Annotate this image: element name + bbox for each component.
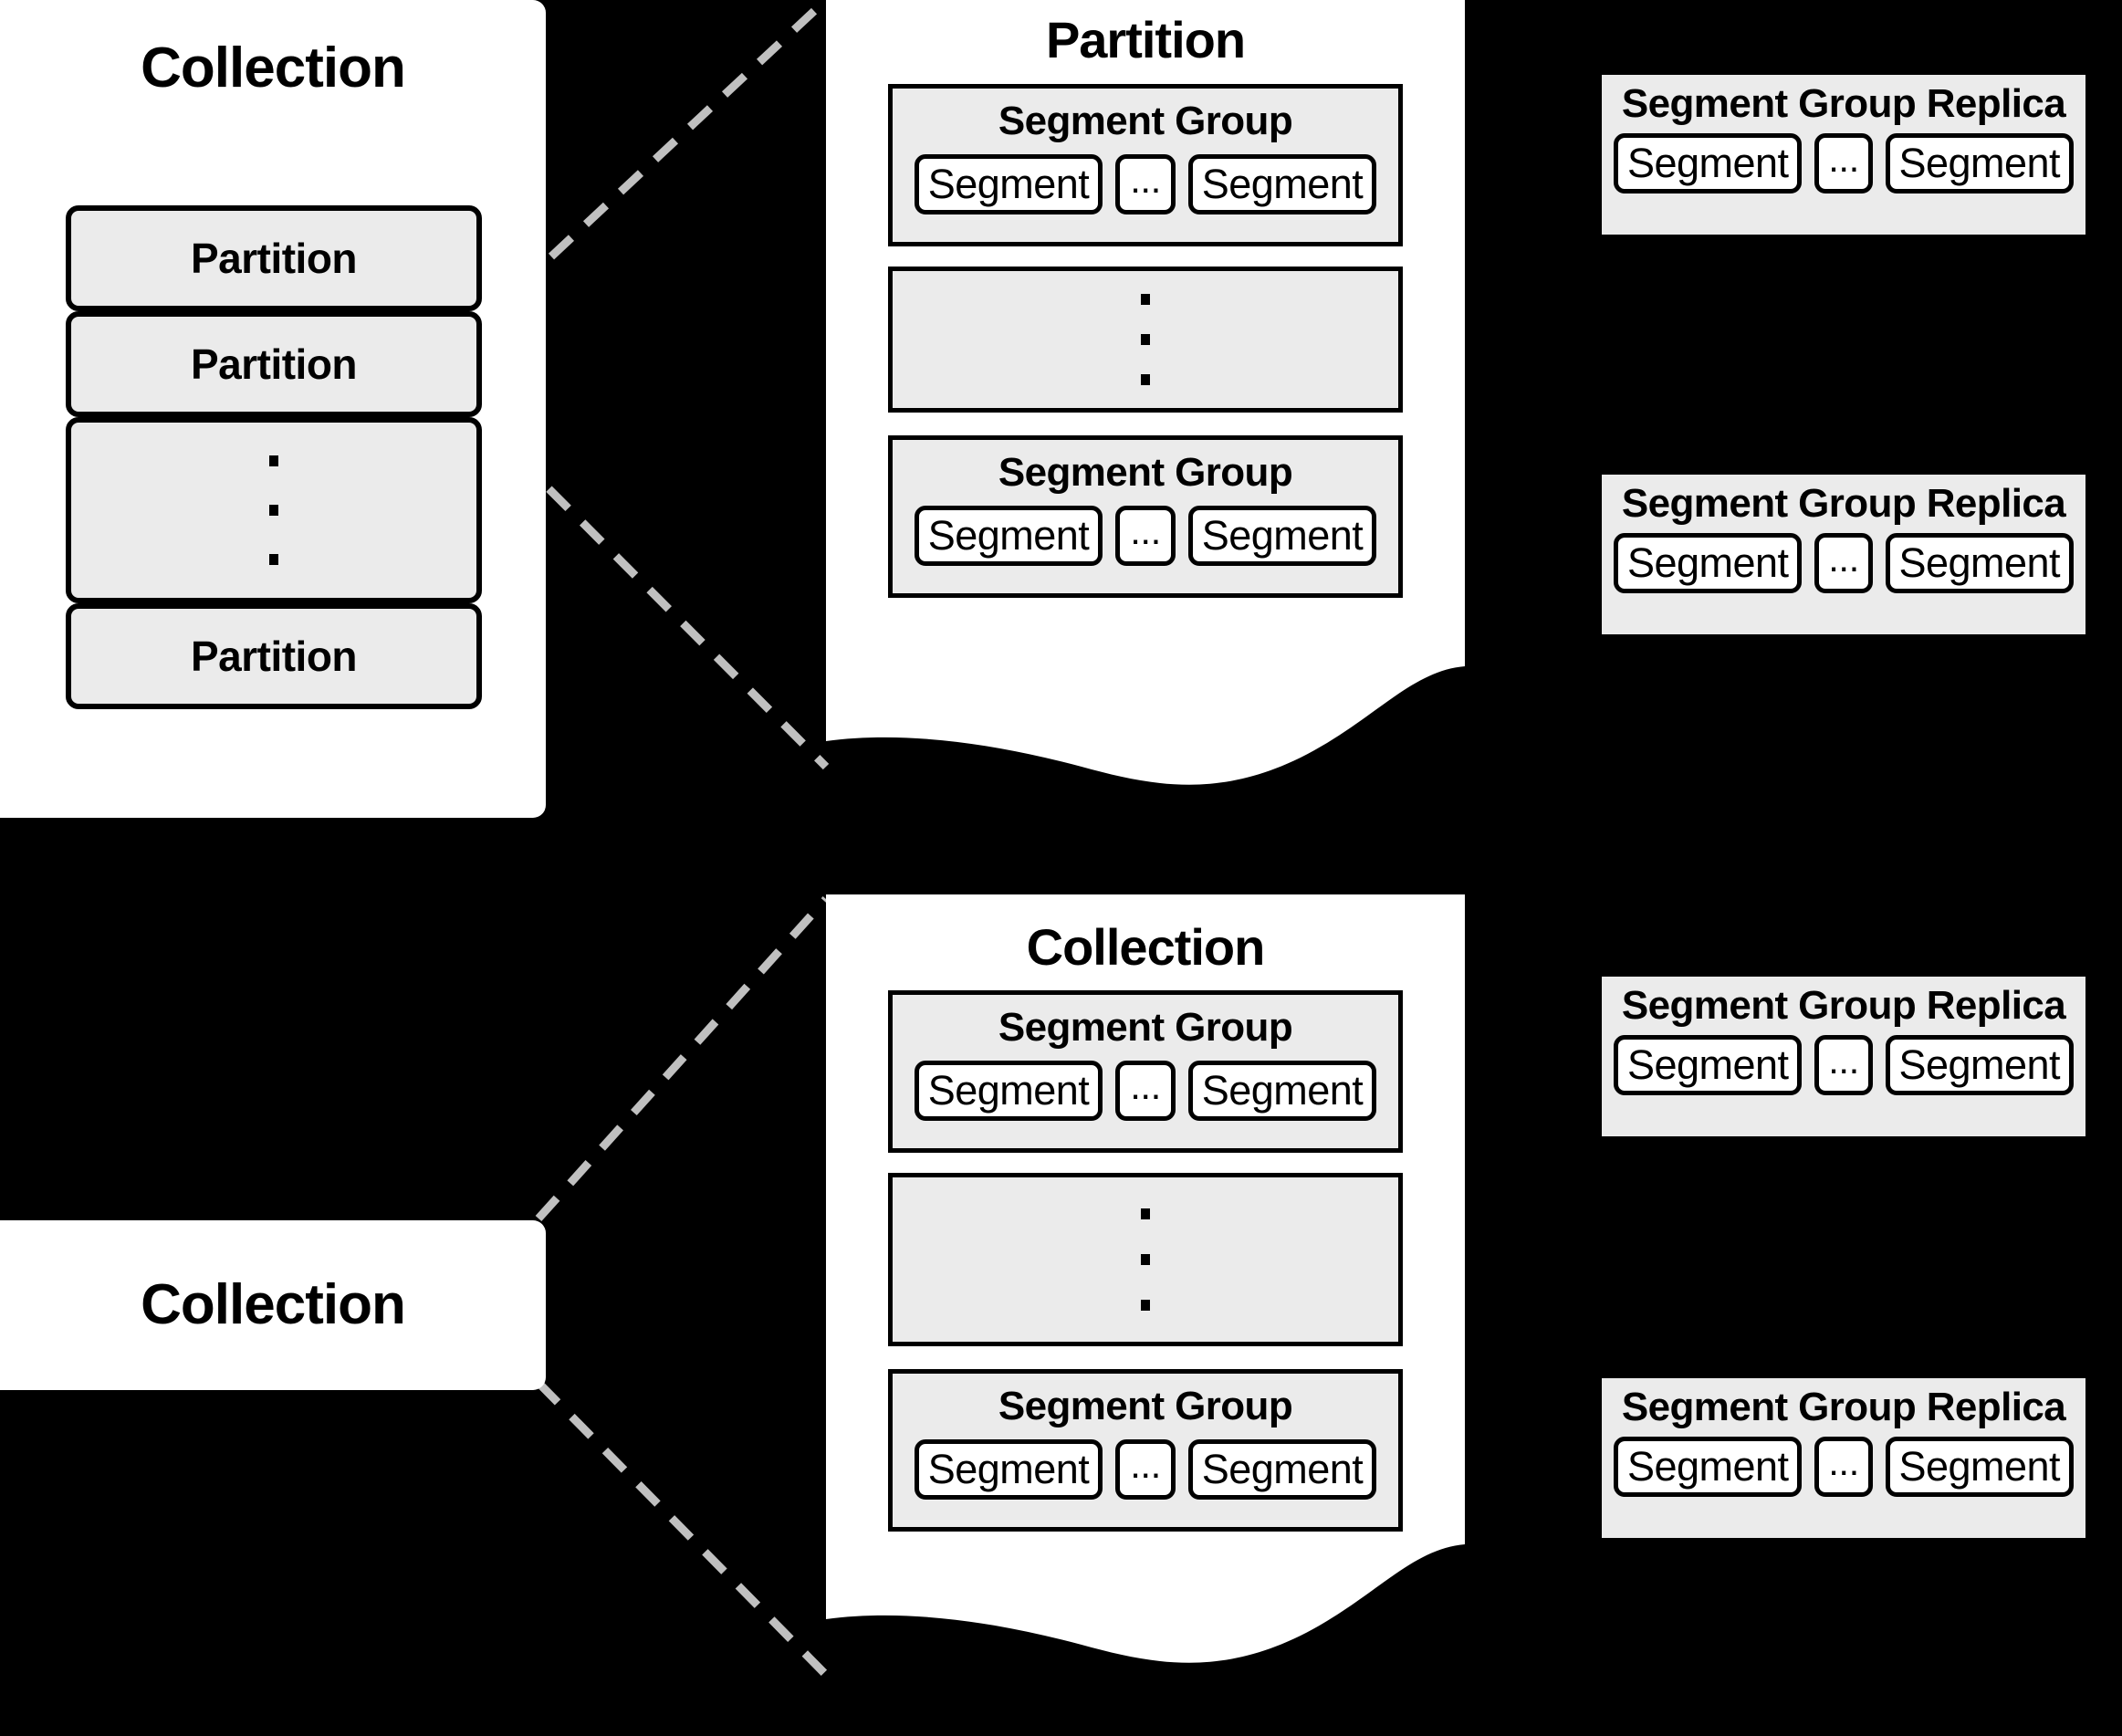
segment-ellipsis-box: ... [1814, 1437, 1873, 1497]
segment-box[interactable]: Segment [1614, 1437, 1803, 1497]
segment-ellipsis-box: ... [1814, 133, 1873, 193]
segment-box[interactable]: Segment [915, 1061, 1103, 1121]
segment-group-replica[interactable]: Segment Group Replica Segment ... Segmen… [1602, 75, 2085, 235]
segment-row: Segment ... Segment [893, 1439, 1398, 1500]
partition-list-ellipsis [66, 417, 482, 603]
segment-group-replica-title: Segment Group Replica [1621, 983, 2066, 1028]
partition-label: Partition [190, 235, 358, 282]
segment-group-replica[interactable]: Segment Group Replica Segment ... Segmen… [1602, 977, 2085, 1136]
segment-box[interactable]: Segment [1188, 154, 1376, 214]
segment-group-title: Segment Group [998, 99, 1293, 143]
partition-list-item[interactable]: Partition [66, 603, 482, 709]
vertical-ellipsis-icon [1141, 294, 1150, 385]
segment-box[interactable]: Segment [1188, 506, 1376, 566]
segment-group-replica-title: Segment Group Replica [1621, 81, 2066, 126]
segment-box[interactable]: Segment [915, 154, 1103, 214]
partition-list-item[interactable]: Partition [66, 311, 482, 417]
segment-ellipsis-box: ... [1814, 533, 1873, 593]
segment-box[interactable]: Segment [915, 506, 1103, 566]
partition-panel-title: Partition [1045, 11, 1246, 68]
segment-box[interactable]: Segment [915, 1439, 1103, 1500]
segment-group-title: Segment Group [998, 450, 1293, 495]
vertical-ellipsis-icon [1141, 1208, 1150, 1311]
vertical-ellipsis-icon [269, 455, 278, 565]
collection-panel: Collection Segment Group Segment ... Seg… [826, 894, 1465, 1736]
segment-box[interactable]: Segment [1614, 133, 1803, 193]
segment-row: Segment ... Segment [893, 506, 1398, 566]
bottom-collection-title: Collection [141, 1273, 406, 1336]
collection-panel-title: Collection [1026, 918, 1266, 976]
segment-box[interactable]: Segment [1885, 533, 2074, 593]
partition-label: Partition [190, 340, 358, 388]
segment-box[interactable]: Segment [1614, 533, 1803, 593]
left-collection-card: Collection Partition Partition Partition [0, 0, 546, 818]
segment-group-title: Segment Group [998, 1384, 1293, 1428]
segment-box[interactable]: Segment [1885, 1035, 2074, 1095]
segment-row: Segment ... Segment [1614, 533, 2074, 593]
left-collection-title: Collection [141, 37, 406, 99]
segment-ellipsis-box: ... [1814, 1035, 1873, 1095]
segment-box[interactable]: Segment [1885, 1437, 2074, 1497]
segment-group[interactable]: Segment Group Segment ... Segment [888, 435, 1403, 598]
segment-ellipsis-box: ... [1115, 154, 1176, 214]
segment-row: Segment ... Segment [893, 154, 1398, 214]
segment-group-replica-title: Segment Group Replica [1621, 481, 2066, 526]
segment-row: Segment ... Segment [1614, 133, 2074, 193]
segment-group-replica-title: Segment Group Replica [1621, 1385, 2066, 1429]
segment-row: Segment ... Segment [1614, 1437, 2074, 1497]
partition-panel: Partition Segment Group Segment ... Segm… [826, 0, 1465, 821]
segment-ellipsis-box: ... [1115, 1061, 1176, 1121]
bottom-collection-card[interactable]: Collection [0, 1220, 546, 1390]
partition-list-item[interactable]: Partition [66, 205, 482, 311]
segment-group[interactable]: Segment Group Segment ... Segment [888, 84, 1403, 246]
segment-box[interactable]: Segment [1614, 1035, 1803, 1095]
segment-group[interactable]: Segment Group Segment ... Segment [888, 1369, 1403, 1532]
segment-ellipsis-box: ... [1115, 506, 1176, 566]
segment-row: Segment ... Segment [1614, 1035, 2074, 1095]
segment-group-replica[interactable]: Segment Group Replica Segment ... Segmen… [1602, 1378, 2085, 1538]
segment-group[interactable]: Segment Group Segment ... Segment [888, 990, 1403, 1153]
segment-group-replica[interactable]: Segment Group Replica Segment ... Segmen… [1602, 475, 2085, 634]
segment-group-ellipsis [888, 267, 1403, 413]
segment-ellipsis-box: ... [1115, 1439, 1176, 1500]
segment-group-ellipsis [888, 1173, 1403, 1346]
segment-box[interactable]: Segment [1188, 1439, 1376, 1500]
segment-box[interactable]: Segment [1188, 1061, 1376, 1121]
segment-box[interactable]: Segment [1885, 133, 2074, 193]
segment-row: Segment ... Segment [893, 1061, 1398, 1121]
segment-group-title: Segment Group [998, 1005, 1293, 1050]
partition-label: Partition [190, 633, 358, 680]
